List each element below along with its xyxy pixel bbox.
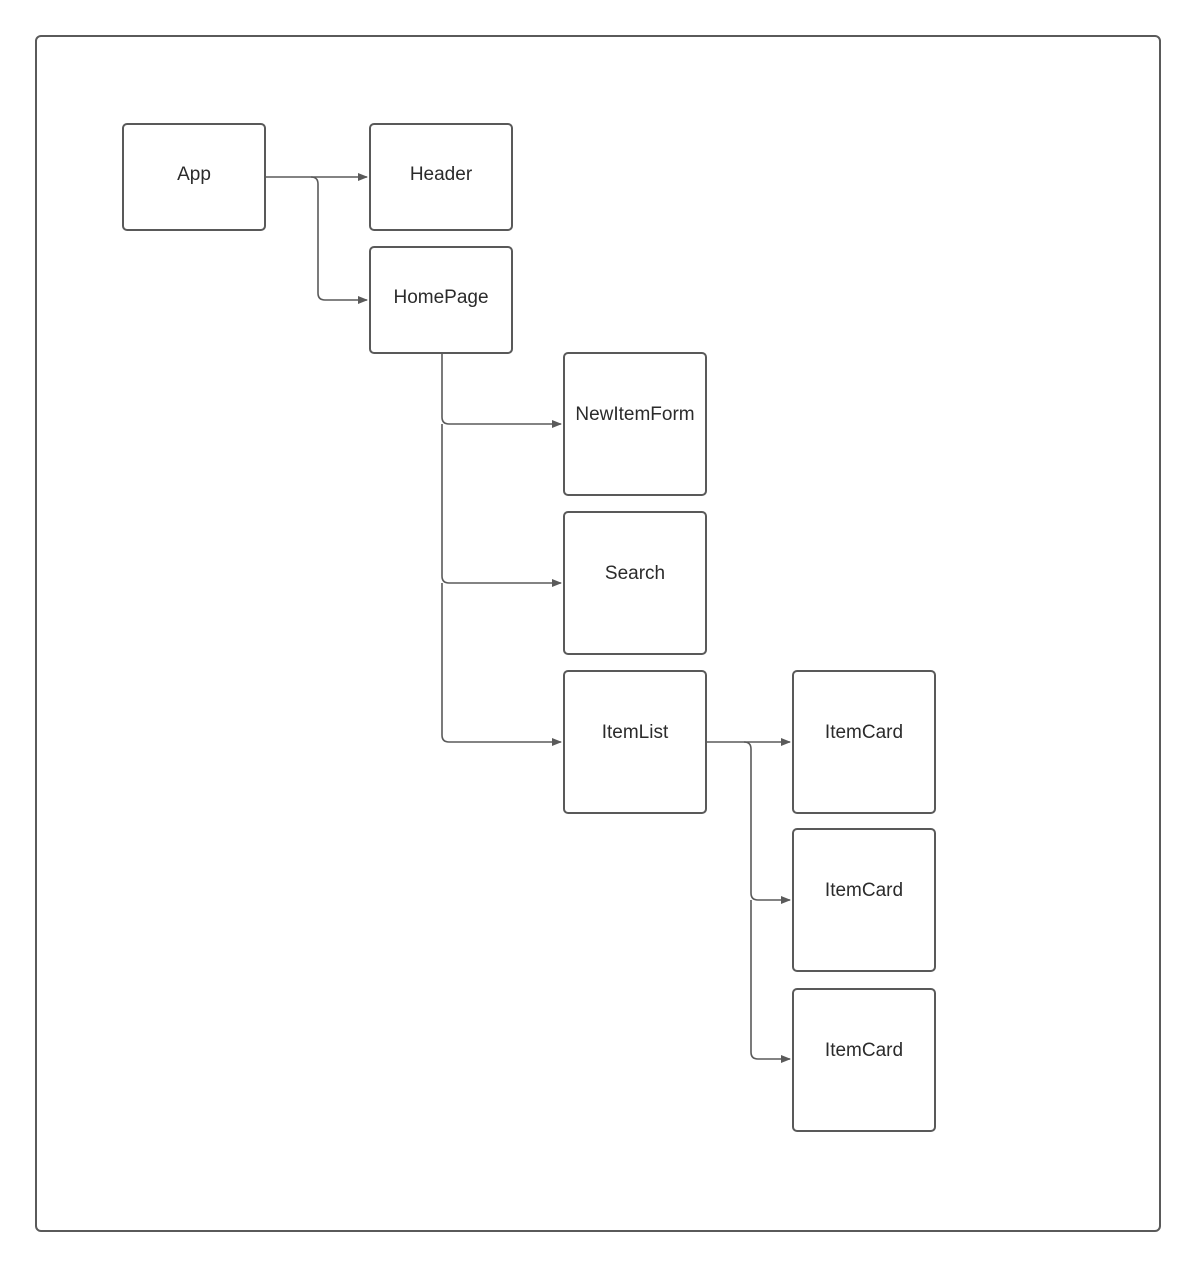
edge-homepage-search: [441, 424, 562, 587]
node-item-list: ItemList: [563, 670, 707, 814]
node-header-label: Header: [409, 164, 473, 185]
node-app: App: [122, 123, 266, 231]
node-header: Header: [369, 123, 513, 231]
node-new-item-form-label: NewItemForm: [575, 404, 695, 425]
node-item-card-3: ItemCard: [792, 988, 936, 1132]
node-search: Search: [563, 511, 707, 655]
node-homepage-label: HomePage: [393, 287, 489, 308]
node-item-card-1-label: ItemCard: [824, 722, 904, 743]
edge-itemlist-itemcard-3: [750, 900, 791, 1063]
node-item-card-1: ItemCard: [792, 670, 936, 814]
edge-app-homepage: [310, 176, 368, 304]
node-item-card-3-label: ItemCard: [824, 1040, 904, 1061]
node-app-label: App: [177, 164, 211, 185]
node-item-card-2: ItemCard: [792, 828, 936, 972]
node-item-card-2-label: ItemCard: [824, 880, 904, 901]
node-homepage: HomePage: [369, 246, 513, 354]
node-new-item-form: NewItemForm: [563, 352, 707, 496]
edge-homepage-newitemform: [441, 354, 562, 428]
edge-homepage-itemlist: [441, 583, 562, 746]
edge-itemlist-itemcard-2: [743, 741, 791, 904]
node-item-list-label: ItemList: [601, 722, 669, 743]
node-search-label: Search: [604, 563, 666, 584]
